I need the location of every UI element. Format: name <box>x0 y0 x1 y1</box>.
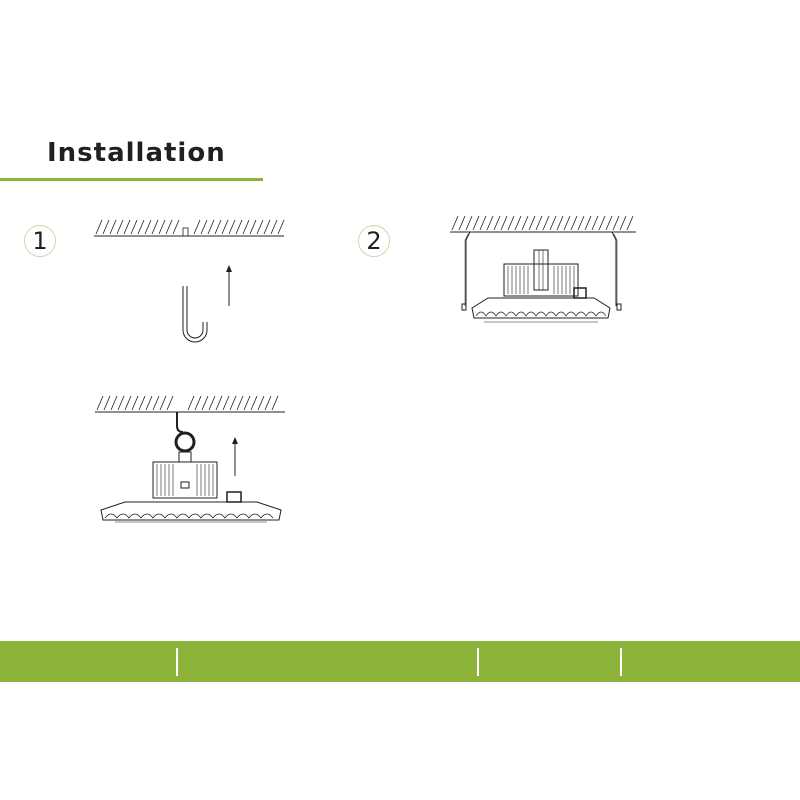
lamp-shade <box>100 501 282 521</box>
up-arrow <box>232 437 238 476</box>
step-2-badge: 2 <box>358 225 390 257</box>
footer-divider <box>176 648 178 676</box>
ceiling <box>94 219 285 237</box>
mounting-bracket <box>465 231 617 306</box>
title-underline <box>0 178 263 181</box>
lamp-shade <box>471 297 611 319</box>
footer-divider <box>477 648 479 676</box>
section-title: Installation <box>47 138 226 168</box>
j-hook <box>182 286 208 343</box>
ceiling <box>95 395 285 413</box>
footer-bar <box>0 641 800 682</box>
ceiling <box>450 215 636 233</box>
lamp-hanging-figure <box>95 395 285 523</box>
hook-installation-figure <box>94 219 285 343</box>
eye-bolt <box>174 431 196 453</box>
cable-gland <box>226 491 242 503</box>
driver-housing <box>503 263 579 297</box>
step-1-badge: 1 <box>24 225 56 257</box>
footer-divider <box>620 648 622 676</box>
bracket-mount-figure <box>450 215 636 323</box>
up-arrow <box>226 265 232 306</box>
driver-housing <box>152 461 218 499</box>
